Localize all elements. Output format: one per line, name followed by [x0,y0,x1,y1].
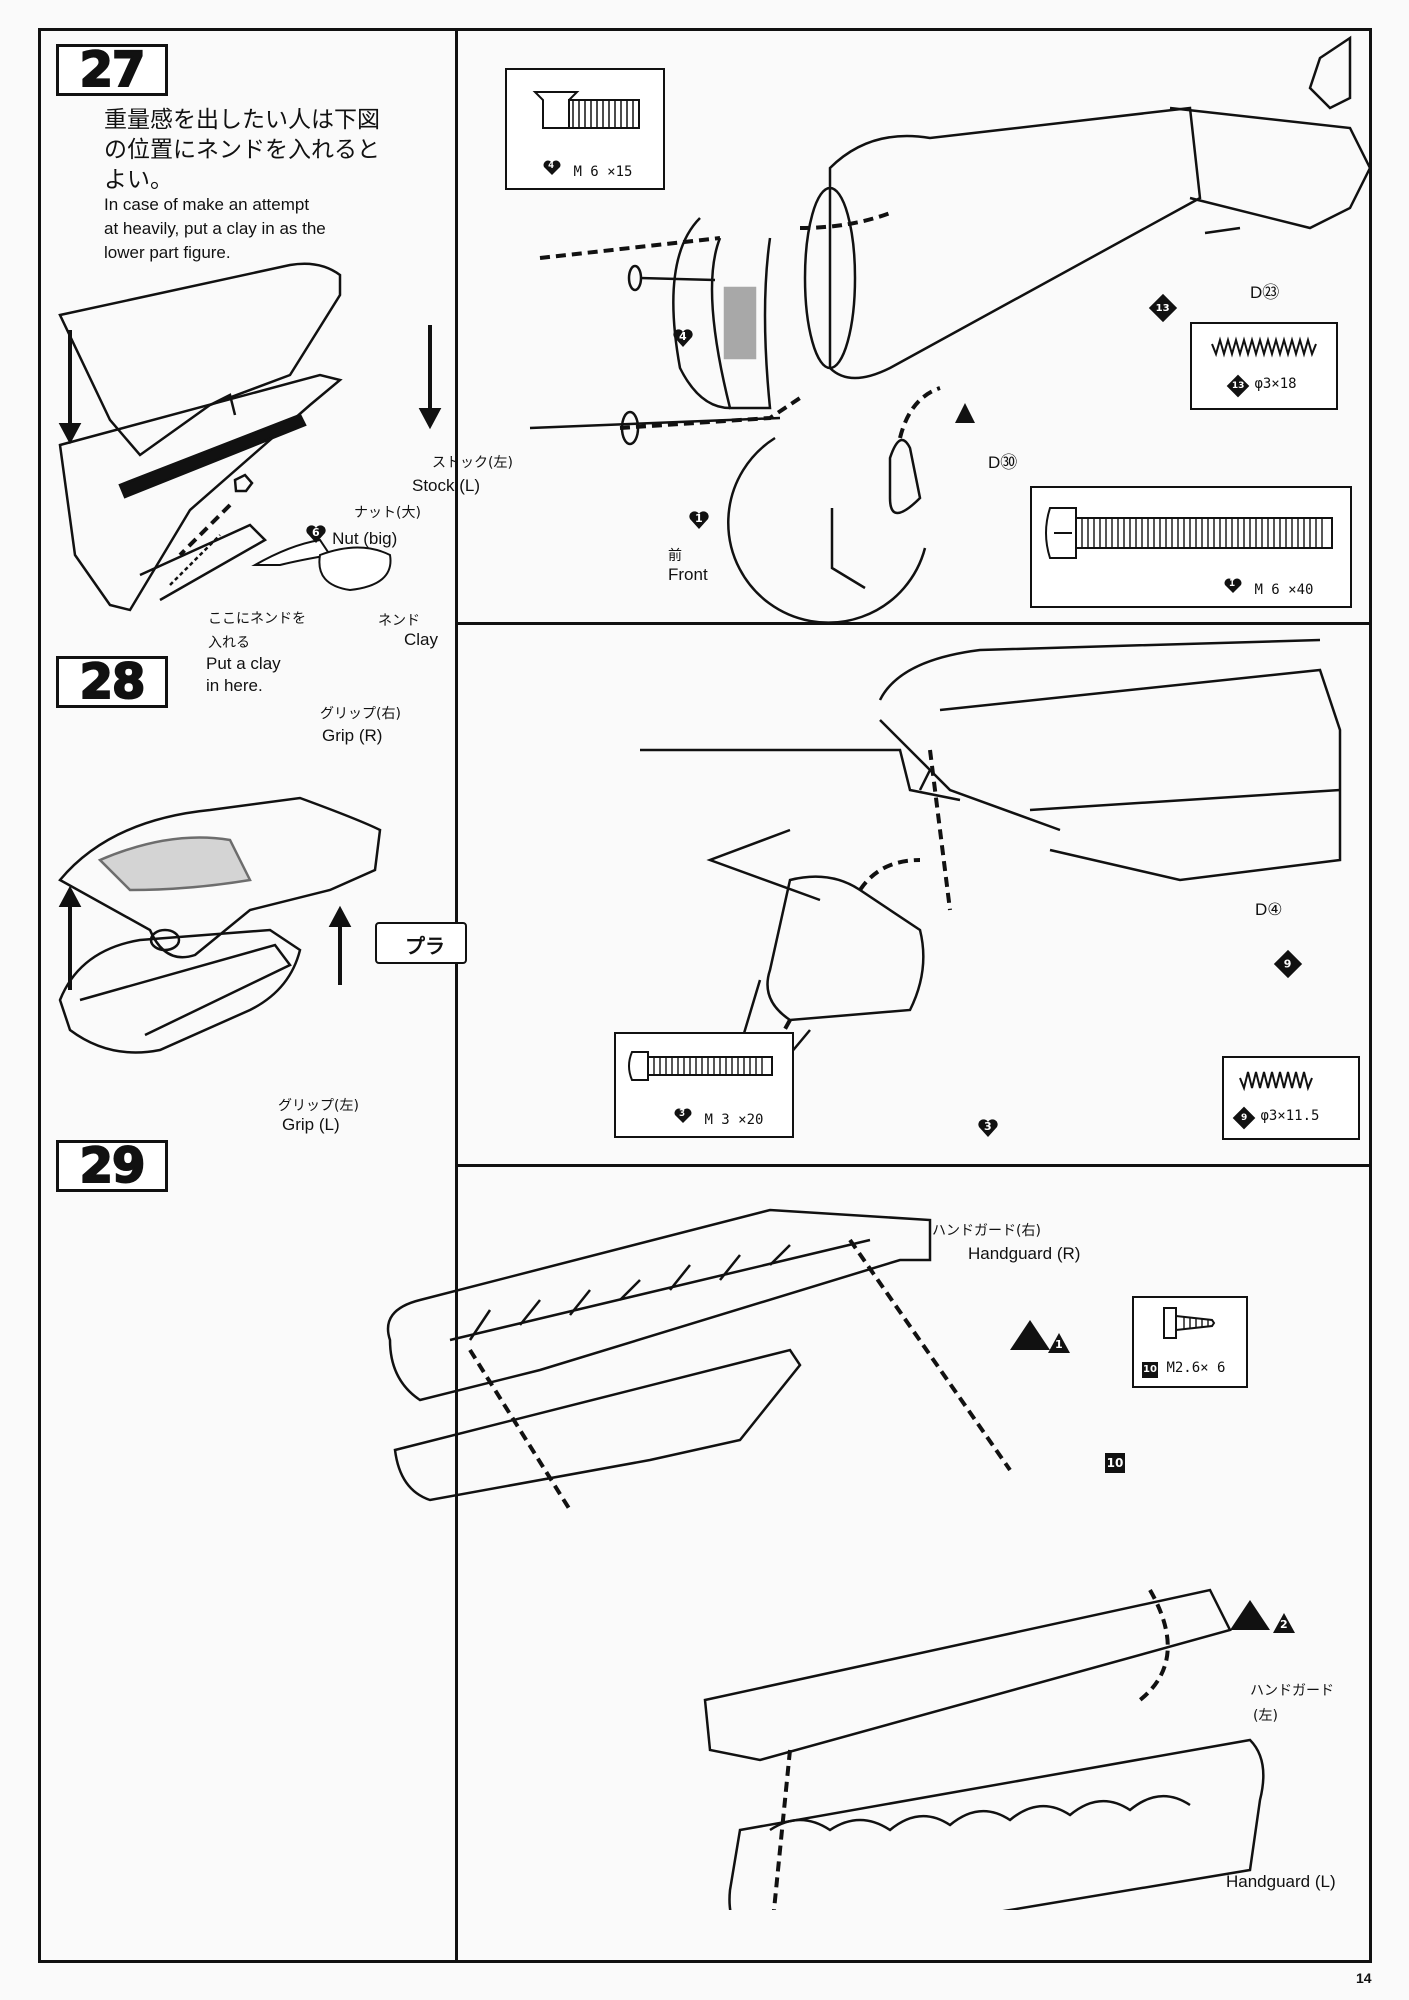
part-heart-icon: 4 [543,160,565,180]
spring-icon [1211,336,1317,358]
nut-big-jp: ナット(大) [354,505,421,521]
stock-l-en: Stock (L) [412,476,481,495]
grip-r-jp: グリップ(右) [320,706,401,722]
screw-3-callout: 3 [977,1118,999,1142]
flat-screw-icon [532,91,640,129]
put-clay-jp2: 入れる [208,635,250,651]
part-diamond-icon: 9 [1232,1106,1256,1130]
step27-en-line3: lower part figure. [104,243,231,262]
part-heart-icon: 3 [674,1108,696,1128]
clay-en: Clay [404,630,439,649]
screw-icon [628,1051,773,1081]
spring-9-spec: φ3×11.5 [1260,1108,1320,1124]
spring-icon [1239,1071,1313,1092]
part-heart-icon: 1 [1224,578,1246,598]
screw-3-spec: M 3 ×20 [704,1112,764,1128]
screw-10-spec: M2.6× 6 [1166,1360,1226,1376]
handguard-l-jp1: ハンドガード [1250,1683,1334,1699]
screw-4-spec: M 6 ×15 [573,164,633,180]
screw-1-callout: 1 [688,510,710,534]
long-screw-icon [1045,507,1333,559]
grip-l-en: Grip (L) [282,1115,340,1134]
step27-jp-line2: の位置にネンドを入れると [104,137,380,163]
handguard-r-en: Handguard (R) [968,1244,1081,1263]
d30-label: D㉚ [988,453,1018,472]
put-clay-en2: in here. [206,676,263,695]
handguard-illustration [386,1208,1270,1910]
step-29-badge: 29 [56,1137,168,1195]
screw-10-callout: 10 [1105,1452,1125,1473]
handguard-r-jp: ハンドガード(右) [932,1223,1041,1239]
clay-jp: ネンド [378,613,420,629]
page-number: 14 [1356,1970,1372,1986]
grip-l-jp: グリップ(左) [278,1098,359,1114]
screw-10-spec-box: 10 M2.6× 6 [1132,1296,1248,1388]
handguard-l-jp2: (左) [1253,1708,1278,1724]
screw-4-spec-box: 4 M 6 ×15 [505,68,665,190]
spring-13-callout: 13 [1148,293,1178,322]
part-a2-callout: 2 [1272,1612,1296,1638]
part-heart-icon: 4 [672,328,694,348]
part-square-icon: 10 [1105,1453,1125,1473]
screw-4-callout: 4 [672,328,694,352]
spring-13-spec-box: 13 φ3×18 [1190,322,1338,410]
step27-jp-line3: よい。 [104,167,173,193]
step27-jp-line1: 重量感を出したい人は下図 [104,107,380,133]
part-triangle-icon: 2 [1272,1612,1296,1634]
row-divider-1 [455,622,1372,625]
nut-big-en: Nut (big) [332,529,398,548]
screw-1-spec: M 6 ×40 [1254,582,1314,598]
grip-r-en: Grip (R) [322,726,383,745]
handguard-l-en: Handguard (L) [1226,1872,1336,1891]
stock-l-jp: ストック(左) [432,455,513,471]
stock-clay-illustration [58,262,442,612]
stock-assembly-illustration [529,35,1370,622]
part-a1-callout: 1 [1047,1332,1071,1358]
d23-label: D㉓ [1250,283,1280,302]
spring-9-spec-box: 9 φ3×11.5 [1222,1056,1360,1140]
grip-illustration [58,796,382,1054]
nut-big-label: 6 Nut (big) [305,524,397,549]
row-divider-2 [455,1164,1372,1167]
front-jp: 前 [668,548,682,564]
glue-label: プラ [405,934,445,958]
part-diamond-icon: 9 [1273,949,1303,978]
front-label: 前 Front [668,545,708,585]
page-frame [38,28,1372,1963]
part-heart-icon: 3 [977,1118,999,1138]
part-square-icon: 10 [1142,1361,1158,1378]
small-screw-icon [1163,1307,1216,1339]
step27-en-line1: In case of make an attempt [104,195,310,214]
part-diamond-icon: 13 [1226,374,1250,398]
part-heart-icon: 6 [305,524,327,544]
column-divider [455,28,458,1963]
part-heart-icon: 1 [688,510,710,530]
part-diamond-icon: 13 [1148,293,1178,322]
put-clay-en1: Put a clay [206,654,281,673]
screw-3-spec-box: 3 M 3 ×20 [614,1032,794,1138]
screw-1-spec-box: 1 M 6 ×40 [1030,486,1352,608]
put-clay-jp1: ここにネンドを [208,611,306,627]
d4-label: D④ [1255,900,1283,919]
part-triangle-icon: 1 [1047,1332,1071,1354]
step-28-badge: 28 [56,653,168,711]
front-en: Front [668,565,708,584]
glue-tube-icon: プラ [375,922,467,964]
spring-13-spec: φ3×18 [1254,376,1297,392]
step-27-badge: 27 [56,41,168,99]
spring-9-callout: 9 [1273,949,1303,978]
step27-en-line2: at heavily, put a clay in as the [104,219,326,238]
